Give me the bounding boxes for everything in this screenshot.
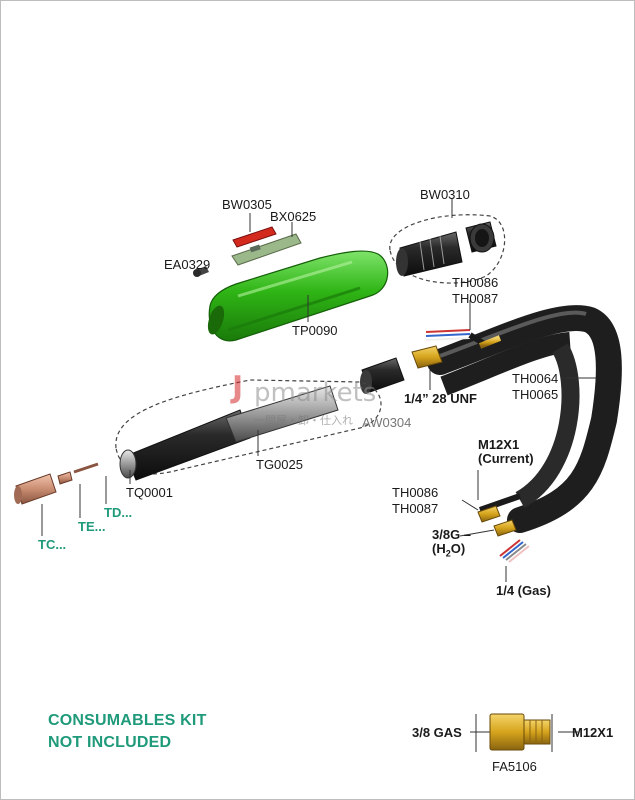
label-tc: TC... — [38, 537, 67, 552]
label-th0064: TH0064 — [512, 371, 559, 386]
watermark-subtitle: 一問屋・卸・仕入れ — [254, 414, 353, 427]
label-tq0001: TQ0001 — [126, 485, 173, 500]
tp0090-handle — [207, 250, 389, 342]
label-m12x1: M12X1 — [572, 725, 614, 740]
bx0625-part — [231, 222, 302, 266]
label-th0087-top: TH0087 — [452, 291, 499, 306]
label-bw0305: BW0305 — [222, 197, 272, 212]
label-th0086-top: TH0086 — [452, 275, 499, 290]
label-aw0304: AW0304 — [362, 415, 412, 430]
label-gas: 1/4 (Gas) — [496, 583, 551, 598]
label-tp0090: TP0090 — [292, 323, 338, 338]
label-m12x1-current-line1: M12X1 — [478, 437, 520, 452]
label-te: TE... — [78, 519, 106, 534]
bw0310-group — [389, 198, 506, 284]
label-thread-unf: 1/4” 28 UNF — [404, 391, 477, 406]
label-bw0310: BW0310 — [420, 187, 470, 202]
label-m12x1-current: M12X1 (Current) — [478, 438, 534, 466]
fa5106-adapter — [470, 713, 578, 752]
watermark-brand-icon: J — [232, 370, 244, 405]
label-m12x1-current-line2: (Current) — [478, 451, 534, 466]
label-bx0625: BX0625 — [270, 209, 317, 224]
consumables-line2: NOT INCLUDED — [48, 734, 172, 751]
label-th0086-bottom: TH0086 — [392, 485, 439, 500]
torch-cable — [427, 305, 622, 533]
watermark-brand: pmarkets — [254, 378, 377, 408]
label-water: 3/8G – (H2O) — [432, 528, 471, 561]
ea0329-screw — [193, 266, 209, 277]
label-tg0025: TG0025 — [256, 457, 303, 472]
label-water-line1: 3/8G – — [432, 527, 472, 542]
tg0025-head — [115, 379, 382, 484]
consumables-line1: CONSUMABLES KIT — [48, 712, 207, 729]
consumable-parts — [14, 462, 107, 536]
label-water-line2: (H2O) — [432, 541, 466, 559]
label-th0087-bottom: TH0087 — [392, 501, 439, 516]
bw0305-part — [232, 213, 277, 248]
bottom-connectors — [459, 470, 530, 582]
top-connectors — [411, 300, 502, 390]
label-3-8-gas: 3/8 GAS — [412, 725, 462, 740]
label-th0065: TH0065 — [512, 387, 559, 402]
aw0304-sleeve — [360, 357, 405, 394]
label-td: TD... — [104, 505, 133, 520]
label-fa5106: FA5106 — [492, 759, 537, 774]
label-ea0329: EA0329 — [164, 257, 211, 272]
